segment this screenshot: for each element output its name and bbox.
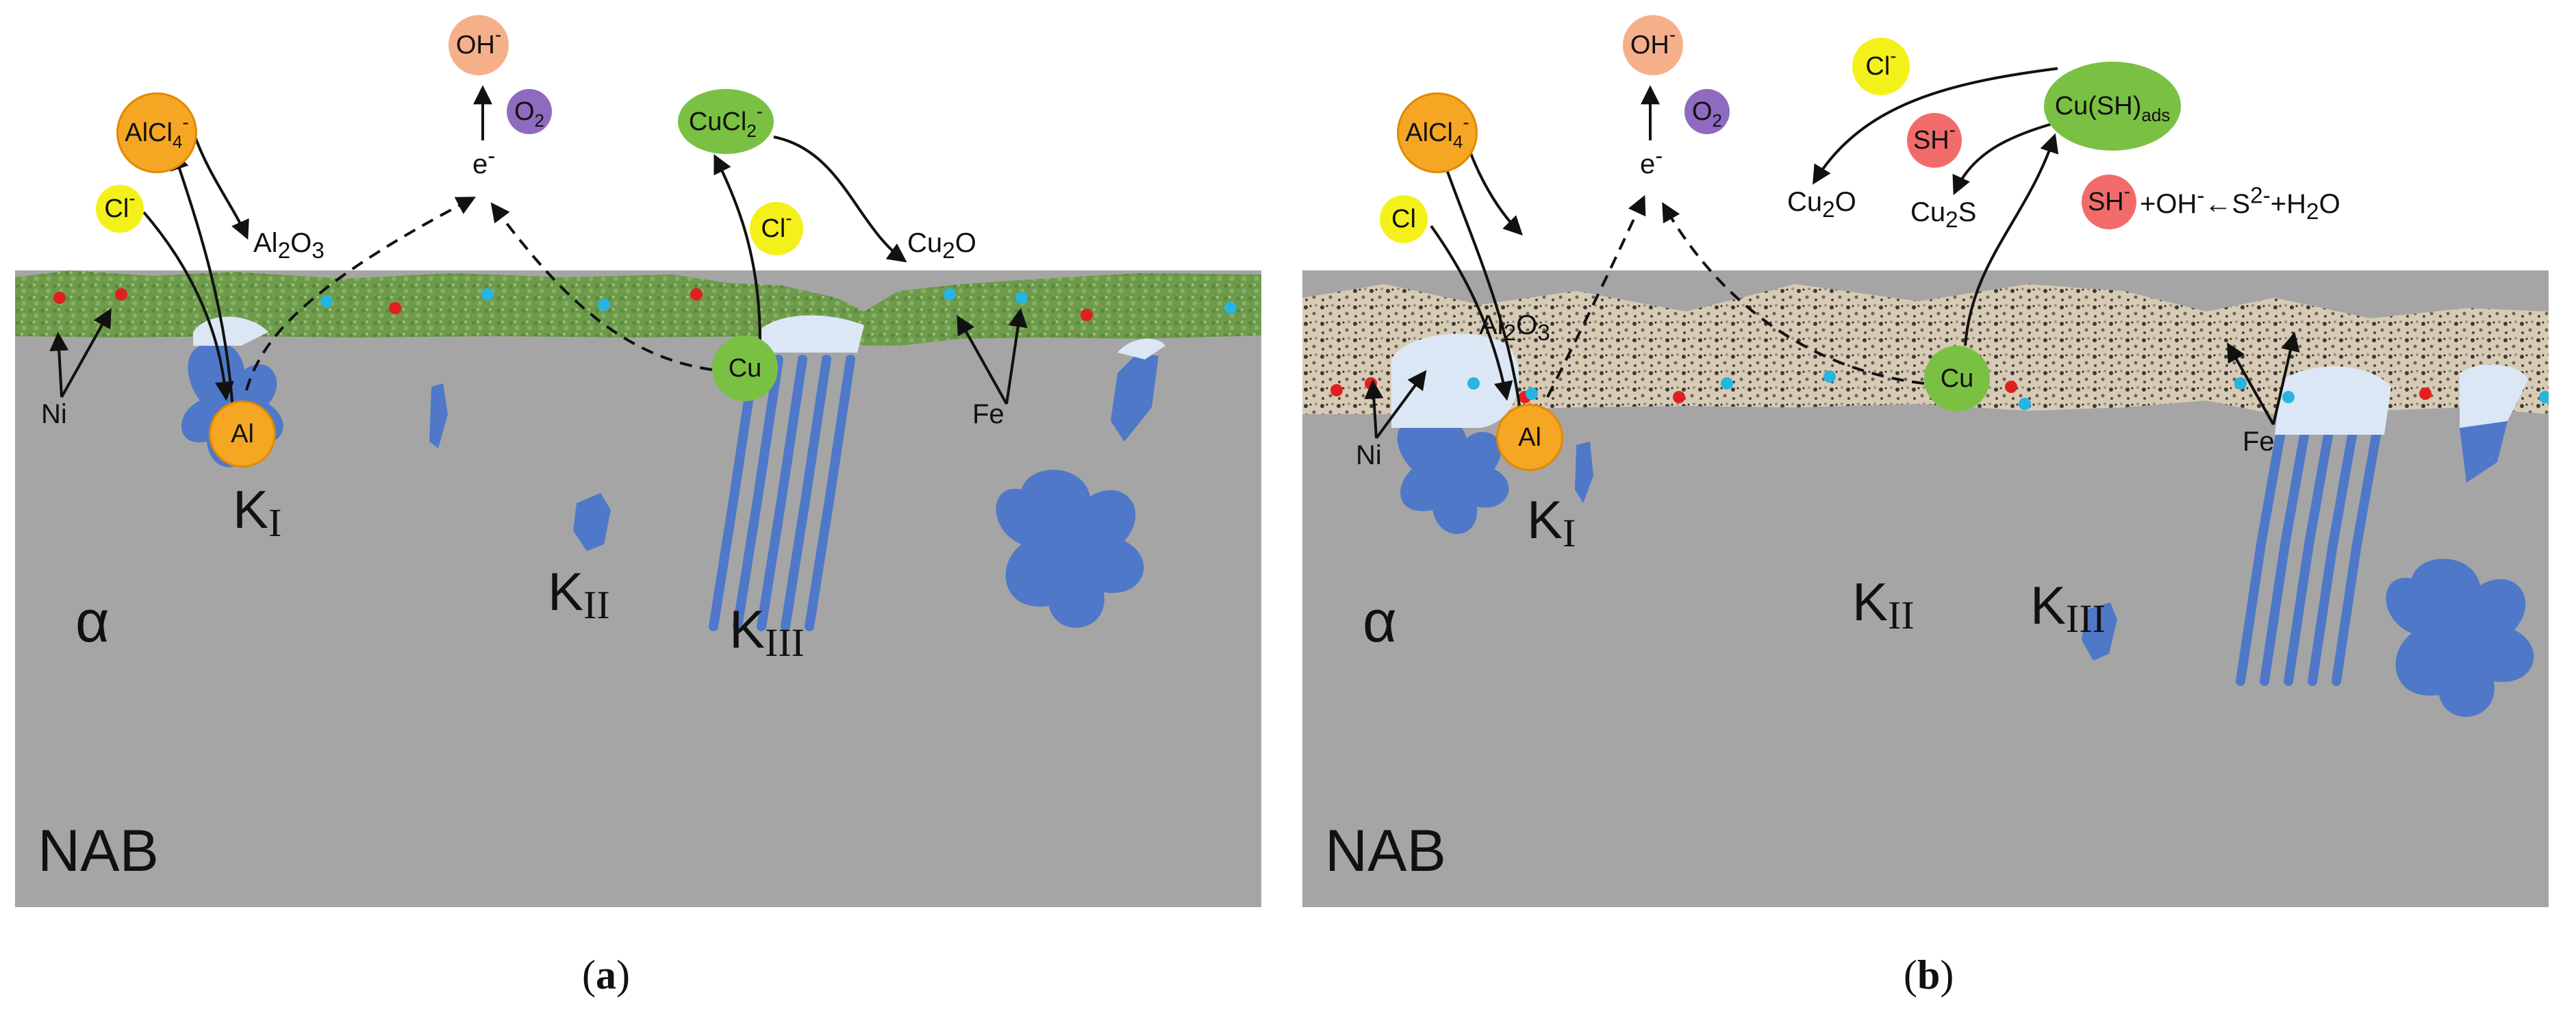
kappa-iii-label-a: KIII: [729, 599, 805, 665]
kappa-i-label-b: KI: [1527, 490, 1576, 555]
ni-label-a: Ni: [41, 399, 67, 429]
alcl4-ion-a: AlCl4-: [116, 92, 197, 173]
caption-a: (a): [582, 952, 630, 998]
panel-a-substrate: [15, 270, 1261, 907]
electron-label-a: e-: [472, 143, 496, 179]
kappa-ii-small-a: [429, 383, 448, 448]
nab-label-a: NAB: [38, 818, 159, 884]
fe-label-a: Fe: [972, 399, 1005, 429]
cu2s-label-b: Cu2S: [1910, 197, 1977, 233]
cl-ion-b: Cl: [1380, 195, 1428, 243]
cu2o-label-b: Cu2O: [1787, 187, 1856, 223]
kappa-ii-label-a: KII: [548, 561, 610, 627]
alpha-label-a: α: [75, 589, 110, 655]
kappa-ii-label-b: KII: [1852, 572, 1915, 637]
cucl2-ion-a: CuCl2-: [678, 89, 774, 154]
reaction-equation-b: +OH-←S2-+H2O: [2140, 183, 2340, 225]
cu-atom-b: Cu: [1924, 346, 1990, 411]
cush-ads-b: Cu(SH)ads: [2044, 62, 2181, 151]
electron-label-b: e-: [1640, 143, 1663, 179]
kappa-i-label-a: KI: [233, 479, 282, 545]
alcl4-ion-b: AlCl4-: [1397, 92, 1478, 173]
cu2o-label-a: Cu2O: [907, 228, 976, 264]
sh-ion-b2: SH-: [2082, 175, 2136, 229]
al2o3-label-b: Al2O3: [1479, 310, 1550, 346]
oh-ion-b: OH-: [1623, 15, 1683, 75]
nab-label-b: NAB: [1325, 818, 1446, 884]
al2o3-patch-b: [1391, 333, 1519, 428]
o2-molecule-b: O2: [1684, 89, 1730, 134]
fe-label-b: Fe: [2243, 427, 2275, 457]
kappa-iv-rosette-a: [996, 470, 1144, 628]
ni-label-b: Ni: [1356, 440, 1382, 470]
oh-ion-a: OH-: [449, 15, 509, 75]
alpha-label-b: α: [1363, 589, 1397, 655]
kappa-ii-phase-a: [573, 493, 611, 551]
sh-ion-b: SH-: [1907, 113, 1962, 168]
caption-b: (b): [1904, 952, 1954, 998]
al2o3-label-a: Al2O3: [253, 228, 325, 264]
cl-ion-a: Cl-: [96, 185, 144, 233]
kappa-iii-label-b: KIII: [2030, 575, 2106, 641]
al-atom-b: Al: [1496, 404, 1563, 471]
kappa-iii-lamellae-a: [709, 355, 855, 631]
cl-ion-a2: Cl-: [750, 202, 803, 255]
al-atom-a: Al: [209, 401, 276, 468]
kappa-small-right-a: [1111, 353, 1159, 442]
o2-molecule-a: O2: [507, 89, 552, 134]
cu-atom-a: Cu: [712, 335, 778, 401]
cl-ion-b2: Cl-: [1852, 38, 1910, 95]
